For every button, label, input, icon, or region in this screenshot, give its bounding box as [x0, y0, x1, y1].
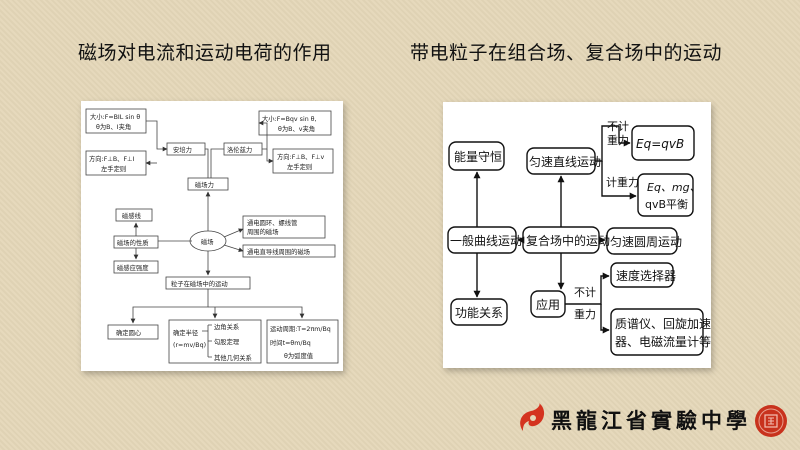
node-lorentz-force: 洛伦兹力: [227, 145, 252, 154]
slide-title-left: 磁场对电流和运动电荷的作用: [78, 42, 332, 64]
node-field: 磁场: [201, 237, 214, 246]
node-work-energy: 功能关系: [455, 306, 503, 320]
node-radius-formula: (r=mv/Bq): [173, 342, 206, 349]
node-no-gravity-1b: 重力: [607, 133, 629, 147]
node-application: 应用: [536, 297, 560, 312]
node-energy-conservation: 能量守恒: [454, 150, 502, 164]
node-dir-ampere: 方向:F⊥B、F⊥I: [89, 154, 135, 163]
right-diagram: 能量守恒 匀速直线运动 不计 重力 Eq=qvB 计重力 Eq、mg、 qvB平…: [447, 120, 711, 356]
node-devices-2: 器、电磁流量计等: [615, 334, 711, 349]
node-other-geometry: 其他几何关系: [214, 353, 252, 362]
node-loop-field: 通电圆环、螺线管: [247, 218, 297, 227]
seal-icon: [755, 405, 787, 437]
node-radius-label: 确定半径: [173, 328, 199, 337]
node-general-curve: 一般曲线运动: [450, 233, 522, 248]
node-size-bqv: 大小:F=Bqv sin θ,: [262, 114, 317, 123]
node-no-gravity-2b: 重力: [574, 307, 596, 321]
node-wire-field: 通电直导线周围的磁场: [247, 247, 310, 256]
node-flux-density: 磁感应强度: [117, 263, 149, 272]
school-logo-icon: [520, 403, 545, 431]
node-no-gravity-2a: 不计: [574, 286, 596, 299]
node-eq-qvb: Eq=qvB: [636, 137, 684, 151]
node-balance-1: Eq、mg、: [647, 181, 701, 194]
school-name: 黑龍江省實驗中學: [551, 408, 751, 433]
node-velocity-selector: 速度选择器: [616, 268, 676, 283]
node-size-bqv-sub: θ为B、v夹角: [278, 124, 315, 133]
node-with-gravity: 计重力: [606, 175, 639, 189]
node-dir-lorentz-sub: 左手定则: [287, 162, 312, 171]
node-time: 时间t=θm/Bq: [270, 338, 311, 347]
node-balance-2: qvB平衡: [645, 198, 688, 211]
node-dir-ampere-sub: 左手定则: [101, 164, 126, 173]
node-uniform-linear: 匀速直线运动: [529, 155, 601, 169]
slide-title-right: 带电粒子在组合场、复合场中的运动: [410, 42, 723, 64]
right-diagram-panel: 能量守恒 匀速直线运动 不计 重力 Eq=qvB 计重力 Eq、mg、 qvB平…: [443, 102, 711, 368]
node-size-bil: 大小:F=BIL sin θ: [90, 112, 140, 121]
left-diagram-panel: 大小:F=BIL sin θ θ为B、I夹角 安培力 方向:F⊥B、F⊥I 左手…: [81, 101, 343, 371]
node-loop-field-sub: 周围的磁场: [247, 227, 278, 236]
node-pythagorean: 勾股定理: [214, 337, 240, 346]
node-dir-lorentz: 方向:F⊥B、F⊥v: [277, 152, 325, 161]
node-field-force: 磁场力: [195, 180, 214, 189]
node-period: 运动周期:T=2πm/Bq: [270, 325, 331, 333]
node-angle-relation: 边角关系: [214, 322, 239, 331]
node-field-property: 磁场的性质: [117, 238, 148, 247]
left-diagram: 大小:F=BIL sin θ θ为B、I夹角 安培力 方向:F⊥B、F⊥I 左手…: [85, 108, 339, 364]
node-field-line: 磁感线: [122, 211, 142, 220]
node-uniform-circle: 匀速圆周运动: [610, 235, 682, 249]
node-ampere-force: 安培力: [173, 145, 192, 154]
node-particle-motion: 粒子在磁场中的运动: [171, 279, 228, 288]
node-no-gravity-1a: 不计: [607, 120, 629, 133]
node-devices-1: 质谱仪、回旋加速: [615, 317, 711, 331]
node-size-bil-sub: θ为B、I夹角: [96, 122, 131, 131]
node-find-center: 确定圆心: [116, 328, 142, 337]
node-theta-radian: θ为弧度值: [284, 351, 314, 360]
node-composite-field: 复合场中的运动: [526, 233, 610, 248]
